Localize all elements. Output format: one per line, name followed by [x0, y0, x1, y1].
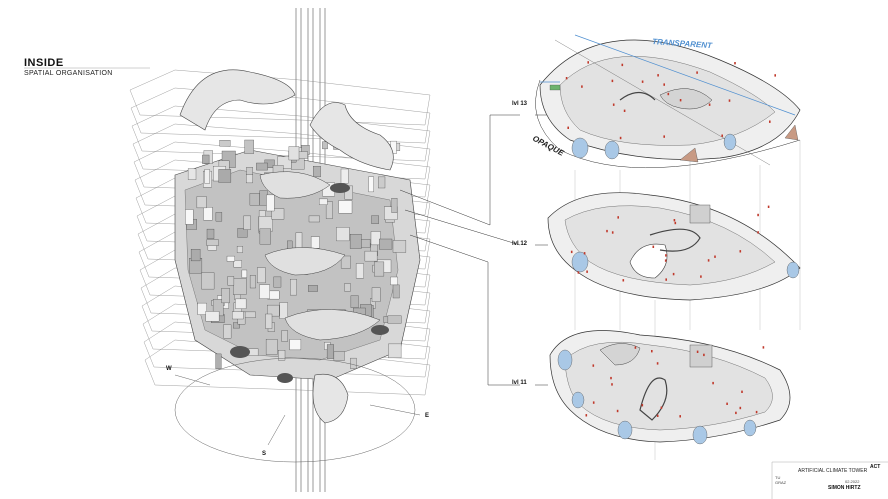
tube-bottom: [312, 373, 349, 424]
compass-west: W: [166, 366, 172, 372]
tower-massing: [174, 69, 421, 424]
floor-plan-lvl11: [549, 330, 791, 445]
ground-ellipse: [174, 357, 421, 463]
title-block-frame: [771, 461, 888, 499]
project-title: ARTIFICIAL CLIMATE TOWER: [798, 468, 868, 474]
university-logo: TU GRAZ: [775, 475, 787, 485]
tube-top-left: [179, 69, 296, 131]
floor-plan-lvl12: [547, 192, 801, 301]
tube-top-right: [309, 102, 394, 171]
page-title: INSIDE: [24, 57, 64, 69]
page-subtitle: SPATIAL ORGANISATION: [24, 70, 113, 77]
opaque-label: OPAQUE: [531, 134, 566, 158]
compass-east: E: [425, 413, 430, 419]
level-label-12: lvl 12: [512, 241, 528, 247]
level-label-11: lvl 11: [512, 380, 527, 386]
floor-plan-lvl13: [535, 34, 801, 169]
author-name: SIMON HIRTZ: [828, 485, 861, 491]
level-leaders: [399, 114, 548, 386]
program-markers: [565, 61, 776, 418]
compass-south: S: [262, 451, 267, 457]
drawing-date: 02.2022: [845, 479, 860, 484]
transparent-label: TRANSPARENT: [652, 37, 713, 50]
level-label-13: lvl 13: [512, 101, 528, 107]
act-label: ACT: [870, 464, 881, 470]
